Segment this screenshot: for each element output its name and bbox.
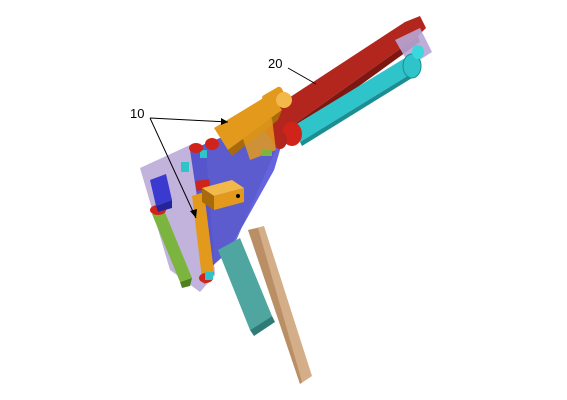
callout-10-label: 10 bbox=[130, 106, 144, 121]
red-ring bbox=[189, 143, 203, 153]
orange-upper-actuator bbox=[205, 86, 292, 160]
cyan-cylinder bbox=[273, 45, 424, 149]
cyan-fitting-mid bbox=[200, 150, 207, 158]
tan-blade-shade bbox=[248, 228, 302, 384]
arrowhead-10-a bbox=[221, 118, 228, 125]
end-plate bbox=[395, 28, 432, 66]
leader-line-10-b bbox=[149, 117, 197, 219]
teal-block bbox=[218, 238, 272, 330]
blue-bracket bbox=[150, 174, 172, 212]
leader-line-20 bbox=[287, 67, 317, 85]
arrowhead-10-b bbox=[190, 209, 197, 218]
cyan-fitting-left bbox=[181, 162, 189, 172]
leader-line-10-a bbox=[149, 117, 229, 123]
cyan-fitting-bottom bbox=[205, 272, 213, 280]
red-arm bbox=[255, 16, 426, 140]
callout-20-label: 20 bbox=[268, 56, 282, 71]
teal-block-side bbox=[250, 316, 275, 336]
orange-cube bbox=[202, 180, 244, 210]
